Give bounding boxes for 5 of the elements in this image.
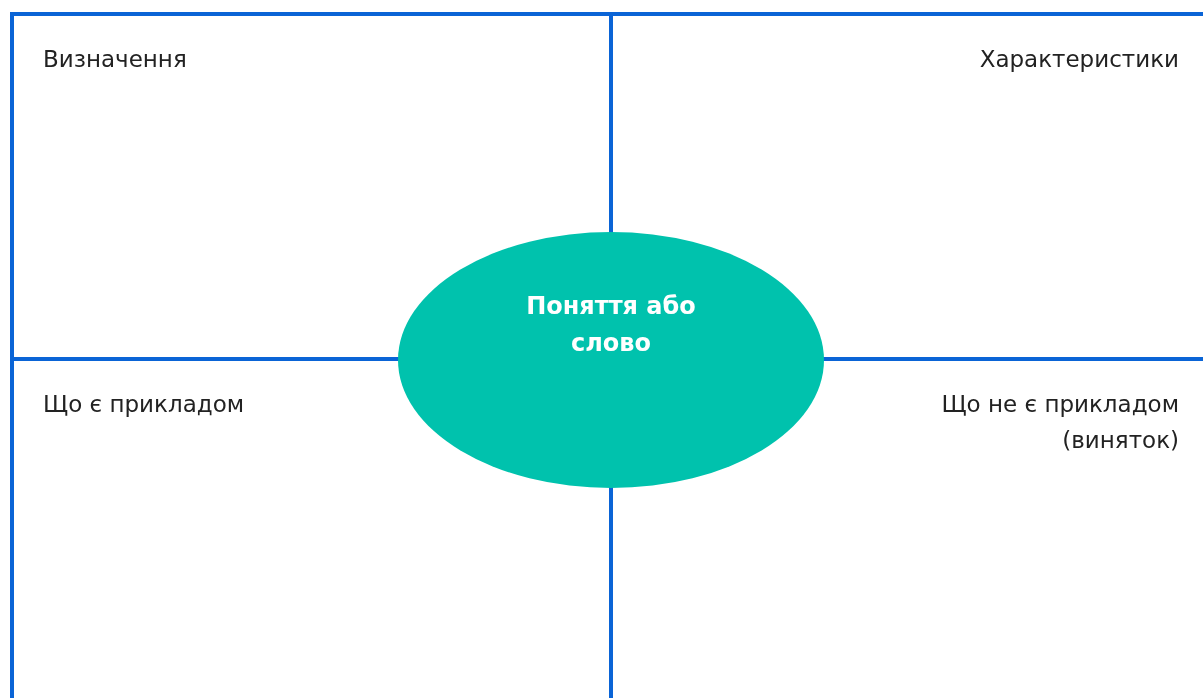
quadrant-heading: Що є прикладом — [43, 390, 245, 419]
quadrant-heading: Характеристики — [979, 45, 1179, 74]
quadrant-heading: Що не є прикладом (виняток) — [940, 390, 1179, 455]
concept-label: Поняття або слово — [526, 291, 696, 359]
quadrant-heading: Визначення — [43, 45, 187, 74]
